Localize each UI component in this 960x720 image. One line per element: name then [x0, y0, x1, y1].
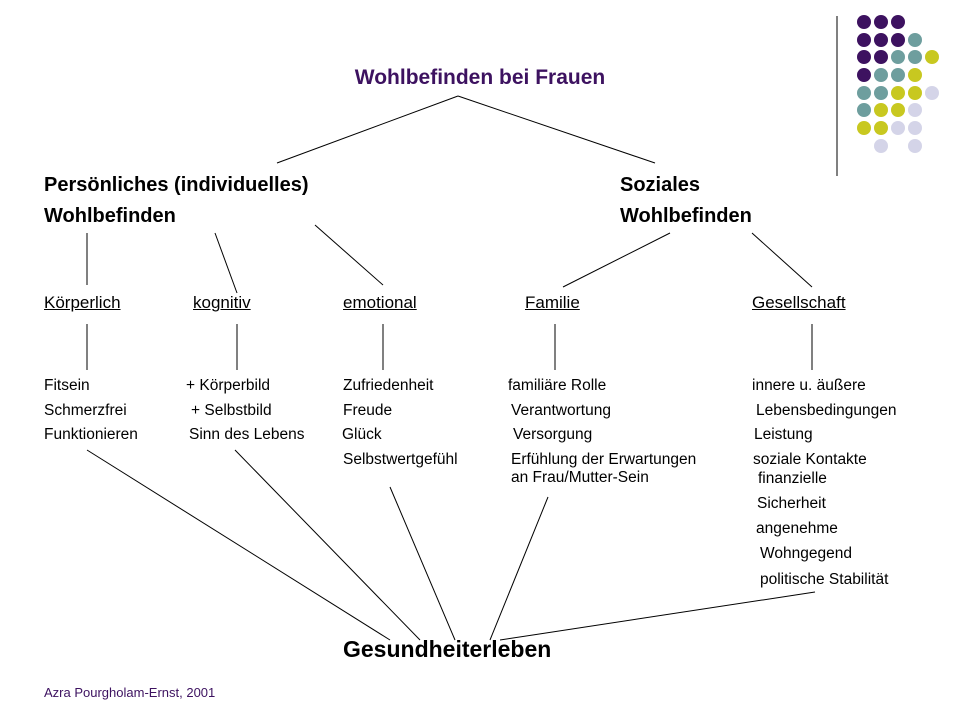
category-koerperlich: Körperlich: [44, 293, 121, 312]
list-item: Schmerzfrei: [44, 402, 127, 419]
connector-line: [214, 232, 238, 294]
list-item: Zufriedenheit: [343, 377, 434, 394]
vertical-rule: [836, 16, 838, 176]
dot: [857, 86, 871, 100]
dot: [908, 50, 922, 64]
connector-line: [751, 232, 813, 288]
list-item: Versorgung: [513, 426, 593, 443]
list-item: Erfühlung der Erwartungen: [511, 451, 697, 468]
dot: [874, 139, 888, 153]
dot: [891, 121, 905, 135]
connector-line: [389, 486, 456, 641]
dot: [908, 33, 922, 47]
dot: [874, 86, 888, 100]
connector-line: [234, 449, 421, 641]
connector-line: [499, 591, 816, 641]
list-item: + Selbstbild: [191, 402, 272, 419]
dot: [874, 103, 888, 117]
list-item: Selbstwertgefühl: [343, 451, 458, 468]
dot: [908, 86, 922, 100]
category-familie: Familie: [525, 293, 580, 312]
dot: [857, 68, 871, 82]
connector-line: [314, 224, 384, 286]
list-item: innere u. äußere: [752, 377, 866, 394]
dot: [857, 50, 871, 64]
list-item: angenehme: [756, 520, 838, 537]
right-branch-line1: Soziales: [620, 174, 701, 196]
category-kognitiv: kognitiv: [193, 293, 251, 312]
list-item: Lebensbedingungen: [756, 402, 897, 419]
list-item: Verantwortung: [511, 402, 611, 419]
dot: [891, 33, 905, 47]
list-item: Sinn des Lebens: [189, 426, 305, 443]
dot: [857, 15, 871, 29]
page-title: Wohlbefinden bei Frauen: [354, 66, 606, 89]
dot: [891, 50, 905, 64]
list-item: Fitsein: [44, 377, 90, 394]
list-item: Funktionieren: [44, 426, 138, 443]
list-item: Glück: [342, 426, 382, 443]
category-gesellschaft: Gesellschaft: [752, 293, 846, 312]
dot: [874, 121, 888, 135]
dot: [874, 50, 888, 64]
category-emotional: emotional: [343, 293, 417, 312]
dot: [874, 15, 888, 29]
dot: [908, 68, 922, 82]
connector-line: [276, 95, 459, 164]
dot: [908, 139, 922, 153]
list-item: soziale Kontakte: [753, 451, 867, 468]
connector-line: [457, 95, 656, 164]
dot: [857, 121, 871, 135]
right-branch-line2: Wohlbefinden: [620, 205, 752, 227]
connector-line: [489, 496, 549, 641]
dot: [891, 86, 905, 100]
dot: [908, 103, 922, 117]
list-item: finanzielle: [758, 470, 827, 487]
list-item: familiäre Rolle: [508, 377, 607, 394]
bottom-heading: Gesundheiterleben: [343, 636, 552, 662]
dot: [925, 50, 939, 64]
dot: [874, 33, 888, 47]
list-item: Sicherheit: [757, 495, 826, 512]
list-item: Freude: [343, 402, 393, 419]
connector-line: [562, 232, 671, 288]
dot: [891, 15, 905, 29]
dot: [857, 103, 871, 117]
list-item: Leistung: [754, 426, 813, 443]
dot: [925, 86, 939, 100]
dot: [891, 103, 905, 117]
author-credit: Azra Pourgholam-Ernst, 2001: [44, 685, 216, 700]
connector-line: [86, 449, 391, 641]
dot: [874, 68, 888, 82]
list-item: Wohngegend: [760, 545, 852, 562]
list-item: politische Stabilität: [760, 571, 889, 588]
dot: [891, 68, 905, 82]
list-item: an Frau/Mutter-Sein: [511, 469, 649, 486]
list-item: + Körperbild: [186, 377, 271, 394]
left-branch-line2: Wohlbefinden: [44, 205, 176, 227]
dot: [857, 33, 871, 47]
dot: [908, 121, 922, 135]
left-branch-line1: Persönliches (individuelles): [44, 174, 309, 196]
